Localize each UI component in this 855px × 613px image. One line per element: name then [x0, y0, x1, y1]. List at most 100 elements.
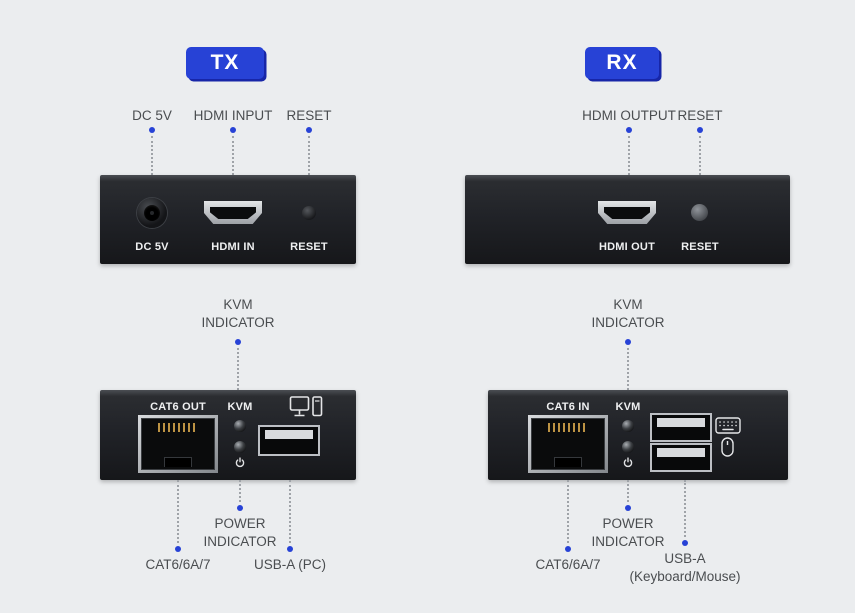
callout-dot	[626, 127, 632, 133]
callout-label-tx-usb: USB-A (PC)	[253, 557, 327, 572]
port-label-reset: RESET	[290, 241, 328, 253]
pc-icon	[289, 396, 323, 417]
leader-dash	[684, 480, 686, 537]
rj45-pins	[548, 423, 588, 432]
callout-label-rx-hdmi-output: HDMI OUTPUT	[582, 108, 676, 123]
callout-dot	[306, 127, 312, 133]
usb-a-port-2	[650, 443, 712, 472]
leader-dash	[308, 136, 310, 175]
leader-rx-cat6	[565, 480, 571, 552]
dc-power-jack	[137, 198, 167, 228]
leader-dash	[237, 348, 239, 390]
leader-dash	[628, 136, 630, 175]
port-label-cat6-out: CAT6 OUT	[150, 401, 206, 413]
leader-dash	[239, 480, 241, 502]
leader-tx-cat6	[175, 480, 181, 552]
callout-dot	[625, 505, 631, 511]
port-label-cat6-in: CAT6 IN	[546, 401, 590, 413]
kvm-led	[234, 420, 246, 432]
kvm-callout-line1: KVM	[223, 297, 253, 312]
port-label-reset: RESET	[681, 241, 719, 253]
power-callout-line1: POWER	[602, 516, 654, 531]
leader-tx-kvm	[235, 339, 241, 390]
leader-rx-kvm	[625, 339, 631, 390]
power-callout-line2: INDICATOR	[591, 534, 665, 549]
rj45-opening	[141, 418, 215, 470]
tx-rear-panel: CAT6 OUT KVM	[100, 390, 356, 480]
port-label-hdmi-in: HDMI IN	[211, 241, 255, 253]
leader-dash	[627, 348, 629, 390]
callout-label-tx-hdmi-input: HDMI INPUT	[193, 108, 273, 123]
leader-tx-hdmi-input	[230, 127, 236, 175]
callout-label-rx-usb: USB-A (Keyboard/Mouse)	[629, 550, 740, 586]
rj45-port	[138, 415, 218, 473]
rj45-notch	[554, 457, 582, 467]
port-label-dc5v: DC 5V	[135, 241, 169, 253]
power-led	[234, 441, 246, 453]
power-callout-line2: INDICATOR	[203, 534, 277, 549]
leader-dash	[627, 480, 629, 502]
callout-dot	[149, 127, 155, 133]
callout-dot	[682, 540, 688, 546]
kvm-led	[622, 420, 634, 432]
callout-label-tx-kvm-indicator: KVM INDICATOR	[201, 296, 274, 332]
power-callout-line1: POWER	[214, 516, 266, 531]
leader-rx-power	[625, 480, 631, 511]
leader-tx-dc5v	[149, 127, 155, 175]
callout-label-tx-cat6: CAT6/6A/7	[145, 557, 211, 572]
callout-dot	[697, 127, 703, 133]
usb-a-port	[258, 425, 320, 456]
usb-callout-line2: (Keyboard/Mouse)	[629, 569, 741, 584]
callout-dot	[565, 546, 571, 552]
rj45-port	[528, 415, 608, 473]
callout-dot	[230, 127, 236, 133]
leader-rx-hdmi-output	[626, 127, 632, 175]
hdmi-out-port	[598, 201, 656, 224]
rj45-notch	[164, 457, 192, 467]
kvm-callout-line2: INDICATOR	[201, 315, 275, 330]
callout-dot	[237, 505, 243, 511]
leader-tx-usb	[287, 480, 293, 552]
rx-front-panel: HDMI OUT RESET	[465, 175, 790, 264]
port-label-kvm: KVM	[615, 401, 641, 413]
rj45-opening	[531, 418, 605, 470]
rx-badge: RX	[585, 47, 659, 79]
callout-label-tx-reset: RESET	[286, 108, 332, 123]
callout-label-rx-power-indicator: POWER INDICATOR	[591, 515, 664, 551]
reset-button	[302, 206, 316, 220]
leader-rx-usb	[682, 480, 688, 546]
leader-dash	[699, 136, 701, 175]
hdmi-in-port	[204, 201, 262, 224]
rj45-pins	[158, 423, 198, 432]
power-led	[622, 441, 634, 453]
leader-dash	[567, 480, 569, 543]
port-label-kvm: KVM	[227, 401, 253, 413]
callout-dot	[175, 546, 181, 552]
callout-label-rx-kvm-indicator: KVM INDICATOR	[591, 296, 664, 332]
callout-label-rx-reset: RESET	[677, 108, 723, 123]
leader-dash	[232, 136, 234, 175]
port-label-hdmi-out: HDMI OUT	[599, 241, 655, 253]
leader-dash	[151, 136, 153, 175]
leader-rx-reset	[697, 127, 703, 175]
callout-dot	[235, 339, 241, 345]
keyboard-icon	[715, 417, 741, 434]
leader-dash	[177, 480, 179, 543]
callout-dot	[287, 546, 293, 552]
kvm-callout-line2: INDICATOR	[591, 315, 665, 330]
usb-a-port-1	[650, 413, 712, 442]
tx-front-panel: DC 5V HDMI IN RESET	[100, 175, 356, 264]
power-icon	[235, 457, 245, 468]
rx-rear-panel: CAT6 IN KVM	[488, 390, 788, 480]
tx-badge: TX	[186, 47, 264, 79]
leader-dash	[289, 480, 291, 543]
callout-dot	[625, 339, 631, 345]
mouse-icon	[721, 437, 734, 457]
reset-button	[691, 204, 708, 221]
leader-tx-reset	[306, 127, 312, 175]
callout-label-tx-power-indicator: POWER INDICATOR	[203, 515, 276, 551]
usb-callout-line1: USB-A	[664, 551, 706, 566]
kvm-callout-line1: KVM	[613, 297, 643, 312]
power-icon	[623, 457, 633, 468]
